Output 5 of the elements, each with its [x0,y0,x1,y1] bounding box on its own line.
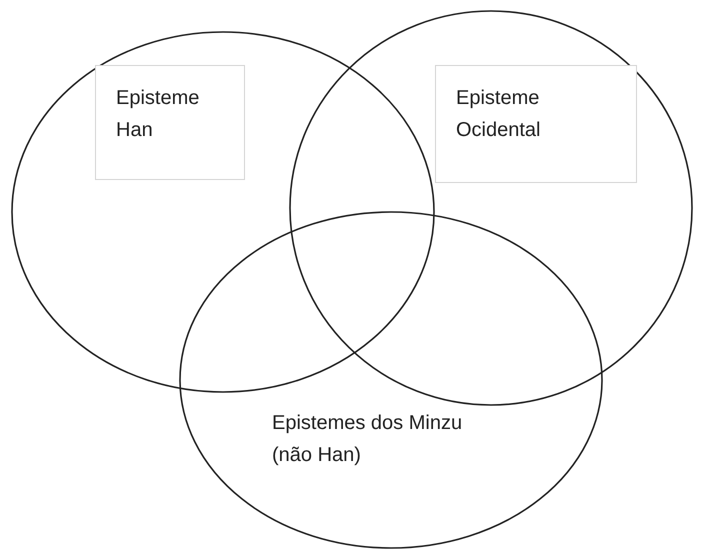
set-label: Epistemes dos Minzu (não Han) [272,411,464,468]
text-box [435,65,637,183]
text-box [95,65,245,180]
set-label: Episteme Ocidental [456,86,542,143]
set-label: Episteme Han [116,86,200,143]
